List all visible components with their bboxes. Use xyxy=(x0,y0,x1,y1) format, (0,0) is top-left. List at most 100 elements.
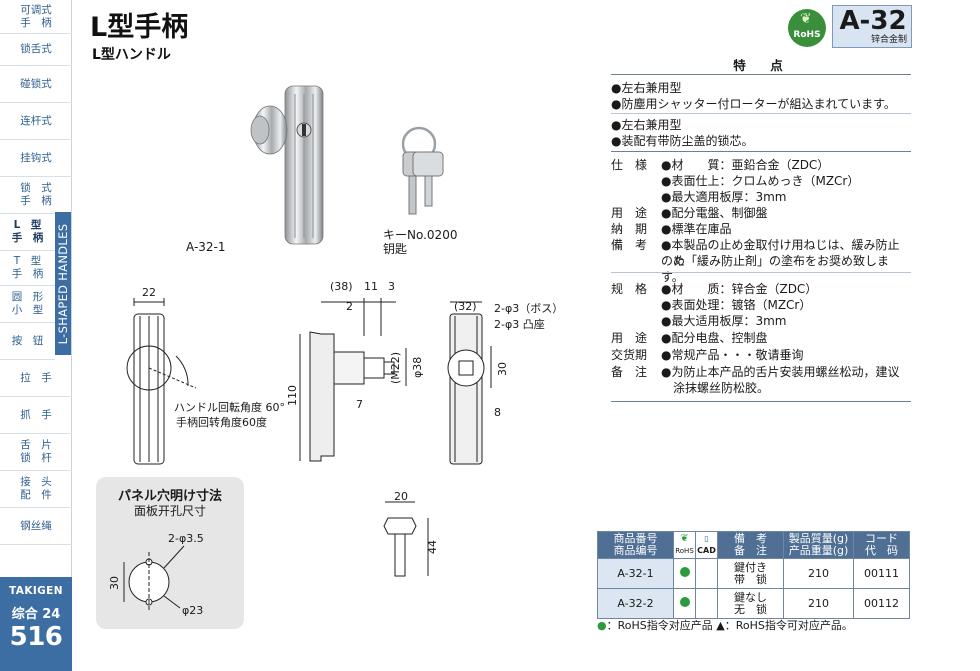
key-drawing: 20 44 xyxy=(383,490,439,577)
notes-cell: 鍵付き 带 锁 xyxy=(717,558,784,589)
dim-11: 11 xyxy=(364,280,378,293)
rohs-legend: ●：RoHS指令对应产品 ▲：RoHS指令可对应产品。 xyxy=(597,619,853,632)
col-notes: 備 考 备 注 xyxy=(717,531,784,559)
dim-width: 22 xyxy=(142,286,156,299)
product-table: 商品番号 商品编号 ❦RoHS ▯CAD 備 考 备 注 製品質量(g) 产品重… xyxy=(597,531,910,619)
sidebar-item-l-handles[interactable]: L 型 手 柄 xyxy=(0,214,55,251)
spec-cn-row: 规 格●材 质：锌合金（ZDC） xyxy=(611,282,818,296)
product-code-box: A-32 锌合金制 xyxy=(832,5,912,48)
sidebar-item-grips[interactable]: 抓 手 xyxy=(0,397,72,434)
spec-jp-row: ●最大適用板厚：3mm xyxy=(661,190,787,204)
rohs-badge: ❦ RoHS xyxy=(788,9,826,47)
material-label: 锌合金制 xyxy=(870,35,907,45)
spec-jp-row: ●表面仕上：クロムめっき（MZCr） xyxy=(661,174,860,188)
dim-key-width: 20 xyxy=(394,490,408,503)
weight-cell: 210 xyxy=(783,558,854,589)
divider xyxy=(611,272,911,273)
divider xyxy=(611,151,911,152)
rotation-jp: ハンドル回転角度 60° xyxy=(174,400,285,414)
sidebar-item-bump-lock[interactable]: 碰锁式 xyxy=(0,66,72,103)
dim-32: (32) xyxy=(454,300,477,313)
feature-jp-2: ●防塵用シャッター付ローターが組込まれています。 xyxy=(611,97,896,111)
features-title: 特 点 xyxy=(733,58,789,73)
sidebar-item-cams-bars[interactable]: 舌 片 锁 杆 xyxy=(0,434,72,471)
dim-m22: (M22) xyxy=(389,352,402,384)
feature-cn-1: ●左右兼用型 xyxy=(611,118,682,132)
rohs-status-cell xyxy=(673,558,696,589)
page-number: 516 xyxy=(9,622,63,652)
green-dot-icon: ● xyxy=(597,619,607,632)
sidebar-item-wire-rope[interactable]: 钢丝绳 xyxy=(0,508,72,545)
section-vertical-label: L-SHAPED HANDLES xyxy=(55,212,71,355)
triangle-icon: ▲ xyxy=(716,619,725,632)
spec-cn-row: 涂抹螺丝防松胶。 xyxy=(661,381,770,395)
sidebar-item-pull-handles[interactable]: 拉 手 xyxy=(0,360,72,397)
page-subtitle: L型ハンドル xyxy=(92,47,171,63)
sidebar-item-adjustable-handles[interactable]: 可调式 手 柄 xyxy=(0,0,72,34)
key-number: キーNo.0200 xyxy=(383,228,458,242)
sidebar-item-t-handles[interactable]: T 型 手 柄 xyxy=(0,251,55,286)
col-weight: 製品質量(g) 产品重量(g) xyxy=(783,531,854,559)
feature-cn-2: ●装配有带防尘盖的锁芯。 xyxy=(611,134,754,148)
leaf-icon: ❦ xyxy=(680,533,689,544)
spec-jp-row: 納 期●標準在庫品 xyxy=(611,222,732,236)
sidebar-item-button[interactable]: 按 钮 xyxy=(0,323,55,360)
sidebar-item-joints[interactable]: 接 头 配 件 xyxy=(0,471,72,508)
panel-dia-label: φ23 xyxy=(182,604,203,617)
weight-cell: 210 xyxy=(783,588,854,619)
brand-name: TAKIGEN xyxy=(9,585,63,597)
spec-cn-row: ●表面处理：镀铬（MZCr） xyxy=(661,298,812,312)
key-photo xyxy=(401,126,444,215)
product-code: A-32 xyxy=(839,6,907,36)
category-sidebar: 可调式 手 柄 锁舌式 碰锁式 连杆式 挂钩式 锁 式 手 柄 L 型 手 柄 … xyxy=(0,0,72,671)
spec-jp-row: 仕 様●材 質：亜鉛合金（ZDC） xyxy=(611,158,830,172)
table-header-row: 商品番号 商品编号 ❦RoHS ▯CAD 備 考 备 注 製品質量(g) 产品重… xyxy=(597,531,910,559)
sidebar-item-hook-type[interactable]: 挂钩式 xyxy=(0,140,72,177)
document-icon: ▯ xyxy=(704,534,709,543)
rohs-compliant-dot xyxy=(679,567,690,577)
handle-photo xyxy=(250,85,324,245)
panel-cutout-title-cn: 面板开孔尺寸 xyxy=(133,504,206,518)
technical-drawings: 22 ハンドル回転角度 60° 手柄回转角度60度 (38) 11 3 2 11… xyxy=(126,280,563,465)
cad-cell[interactable] xyxy=(695,588,718,619)
spec-jp-row: め「緩み防止剤」の塗布をお奨め致します。 xyxy=(661,254,890,284)
col-part-no: 商品番号 商品编号 xyxy=(597,531,674,559)
sidebar-item-tongue-latch[interactable]: 锁舌式 xyxy=(0,34,72,66)
spec-cn-row: 备 注●为防止本产品的舌片安装用螺丝松动，建议 xyxy=(611,365,900,379)
dim-phi38: φ38 xyxy=(411,357,424,378)
part-no-cell[interactable]: A-32-2 xyxy=(597,588,674,619)
boss-label-cn: 2-φ3 凸座 xyxy=(494,317,545,331)
key-label: 钥匙 xyxy=(383,242,408,256)
dim-30: 30 xyxy=(496,362,509,376)
photo-caption-key: キーNo.0200 钥匙 xyxy=(383,228,457,256)
col-cad: ▯CAD xyxy=(695,531,718,559)
spec-cn-row: ●最大适用板厚：3mm xyxy=(661,314,787,328)
sidebar-item-lock-handles[interactable]: 锁 式 手 柄 xyxy=(0,177,72,214)
panel-cutout-drawing: 2-φ3.5 30 φ23 xyxy=(108,532,204,617)
feature-jp-1: ●左右兼用型 xyxy=(611,81,682,95)
page-title: L型手柄 xyxy=(90,12,189,43)
sidebar-item-round-small[interactable]: 圆 形 小 型 xyxy=(0,286,55,323)
dim-3: 3 xyxy=(388,280,395,293)
divider xyxy=(611,401,911,402)
table-row: A-32-1 鍵付き 带 锁 210 00111 xyxy=(597,558,910,589)
panel-cutout-box: パネル穴明け寸法 面板开孔尺寸 2-φ3.5 30 φ23 xyxy=(96,477,244,629)
dim-7: 7 xyxy=(356,398,363,411)
dim-110: 110 xyxy=(286,385,299,406)
dim-2: 2 xyxy=(346,300,353,313)
dim-8: 8 xyxy=(494,406,501,419)
sidebar-item-rod-type[interactable]: 连杆式 xyxy=(0,103,72,140)
notes-cell: 鍵なし 无 锁 xyxy=(717,588,784,619)
rotation-cn: 手柄回转角度60度 xyxy=(176,415,267,429)
rohs-status-cell xyxy=(673,588,696,619)
panel-height-label: 30 xyxy=(108,576,121,590)
spec-cn-row: 用 途●配分电盘、控制盘 xyxy=(611,331,768,345)
cad-cell[interactable] xyxy=(695,558,718,589)
boss-label-jp: 2-φ3（ボス） xyxy=(494,302,563,315)
table-row: A-32-2 鍵なし 无 锁 210 00112 xyxy=(597,588,910,619)
part-no-cell[interactable]: A-32-1 xyxy=(597,558,674,589)
catalog-brand-box: TAKIGEN 综合 24 516 xyxy=(0,577,72,671)
leaf-icon: ❦ xyxy=(800,11,812,27)
code-cell: 00111 xyxy=(853,558,910,589)
catalog-name: 综合 24 xyxy=(11,607,61,622)
